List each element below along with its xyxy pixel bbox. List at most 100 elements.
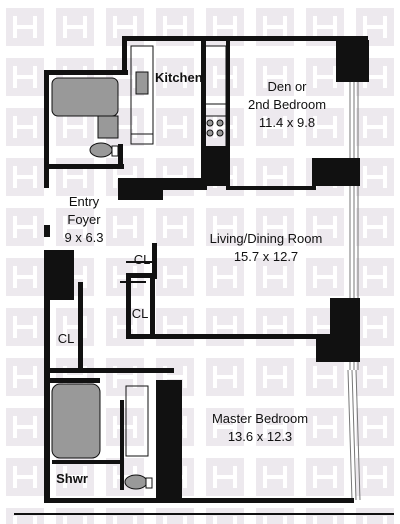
- watermark-h-glyph: [363, 466, 387, 488]
- watermark-h-glyph: [313, 366, 337, 388]
- kitchen-label: Kitchen: [155, 69, 203, 87]
- watermark-h-glyph: [163, 116, 187, 138]
- closet-upper-name: CL: [133, 252, 151, 267]
- watermark-h-glyph: [263, 216, 287, 238]
- watermark-h-glyph: [113, 216, 137, 238]
- watermark-h-glyph: [13, 166, 37, 188]
- walls: [14, 36, 394, 515]
- watermark-tile: [6, 508, 44, 524]
- watermark-h-glyph: [263, 466, 287, 488]
- vanity-upper: [97, 115, 119, 139]
- watermark-h-glyph: [13, 316, 37, 338]
- closet-upper-label: CL: [130, 251, 154, 269]
- watermark-h-glyph: [263, 366, 287, 388]
- master-label: Master Bedroom 13.6 x 12.3: [200, 410, 320, 446]
- watermark-h-glyph: [63, 116, 87, 138]
- watermark-h-glyph: [13, 466, 37, 488]
- watermark-h-glyph: [63, 516, 87, 524]
- toilet-tank-lower: [145, 477, 153, 489]
- watermark-h-glyph: [363, 516, 387, 524]
- watermark-h-glyph: [313, 116, 337, 138]
- den-dimensions: 11.4 x 9.8: [258, 115, 316, 130]
- watermark-h-glyph: [263, 116, 287, 138]
- watermark-h-glyph: [63, 466, 87, 488]
- watermark-h-glyph: [363, 16, 387, 38]
- watermark-h-glyph: [263, 166, 287, 188]
- watermark-h-glyph: [363, 266, 387, 288]
- watermark-h-glyph: [63, 16, 87, 38]
- watermark-h-glyph: [263, 16, 287, 38]
- watermark-h-glyph: [63, 166, 87, 188]
- watermark-h-glyph: [313, 266, 337, 288]
- watermark-h-glyph: [13, 516, 37, 524]
- bathtub-upper: [51, 77, 119, 117]
- watermark-h-glyph: [363, 416, 387, 438]
- watermark-h-glyph: [363, 316, 387, 338]
- toilet-lower: [124, 474, 148, 490]
- watermark-h-glyph: [213, 416, 237, 438]
- watermark-h-glyph: [163, 66, 187, 88]
- watermark-h-glyph: [313, 216, 337, 238]
- watermark-h-glyph: [313, 66, 337, 88]
- window-strip: [347, 80, 361, 501]
- watermark-h-glyph: [213, 216, 237, 238]
- kitchen-name: Kitchen: [155, 70, 203, 85]
- den-name-line1: Den or: [267, 79, 307, 94]
- watermark-h-glyph: [363, 366, 387, 388]
- entry-name-line2: Foyer: [67, 212, 101, 227]
- toilet-tank-upper: [111, 145, 119, 157]
- closet-left-label: CL: [54, 330, 78, 348]
- watermark-tile: [106, 508, 144, 524]
- watermark-h-glyph: [263, 266, 287, 288]
- watermark-h-glyph: [163, 516, 187, 524]
- watermark-h-glyph: [113, 416, 137, 438]
- watermark-h-glyph: [313, 516, 337, 524]
- toilet-upper: [89, 142, 113, 158]
- watermark-tile: [56, 508, 94, 524]
- watermark-h-glyph: [363, 216, 387, 238]
- watermark-tile: [306, 508, 344, 524]
- watermark-h-glyph: [113, 516, 137, 524]
- watermark-h-glyph: [13, 66, 37, 88]
- watermark-h-glyph: [213, 366, 237, 388]
- living-name: Living/Dining Room: [209, 231, 323, 246]
- master-name: Master Bedroom: [211, 411, 309, 426]
- den-name-line2: 2nd Bedroom: [247, 97, 327, 112]
- refrigerator: [204, 146, 226, 186]
- watermark-tile: [206, 508, 244, 524]
- entry-dimensions: 9 x 6.3: [64, 230, 104, 245]
- watermark-h-glyph: [13, 16, 37, 38]
- watermark-h-glyph: [213, 266, 237, 288]
- watermark-tile: [356, 508, 394, 524]
- watermark-h-glyph: [13, 416, 37, 438]
- entry-label: Entry Foyer 9 x 6.3: [54, 193, 114, 247]
- watermark-h-glyph: [213, 16, 237, 38]
- watermark-h-glyph: [213, 516, 237, 524]
- master-dimensions: 13.6 x 12.3: [227, 429, 293, 444]
- watermark-h-glyph: [13, 266, 37, 288]
- closet-middle-name: CL: [131, 306, 149, 321]
- watermark-h-glyph: [163, 266, 187, 288]
- watermark-h-glyph: [213, 66, 237, 88]
- shower-label: Shwr: [52, 470, 92, 488]
- watermark-h-glyph: [263, 516, 287, 524]
- stove-burners-icon: [206, 119, 224, 137]
- door-marks: [120, 261, 152, 283]
- watermark-h-glyph: [263, 66, 287, 88]
- watermark-h-glyph: [113, 16, 137, 38]
- watermark-h-glyph: [163, 16, 187, 38]
- watermark-h-glyph: [13, 216, 37, 238]
- vanity-lower: [125, 385, 149, 457]
- watermark-h-glyph: [363, 166, 387, 188]
- living-label: Living/Dining Room 15.7 x 12.7: [196, 230, 336, 266]
- living-dimensions: 15.7 x 12.7: [233, 249, 299, 264]
- entry-name-line1: Entry: [68, 194, 100, 209]
- den-label: Den or 2nd Bedroom 11.4 x 9.8: [242, 78, 332, 132]
- closet-middle-label: CL: [128, 305, 152, 323]
- watermark-h-glyph: [63, 216, 87, 238]
- shower-name: Shwr: [56, 471, 88, 486]
- closet-left-name: CL: [57, 331, 75, 346]
- bathtub-lower: [51, 383, 101, 459]
